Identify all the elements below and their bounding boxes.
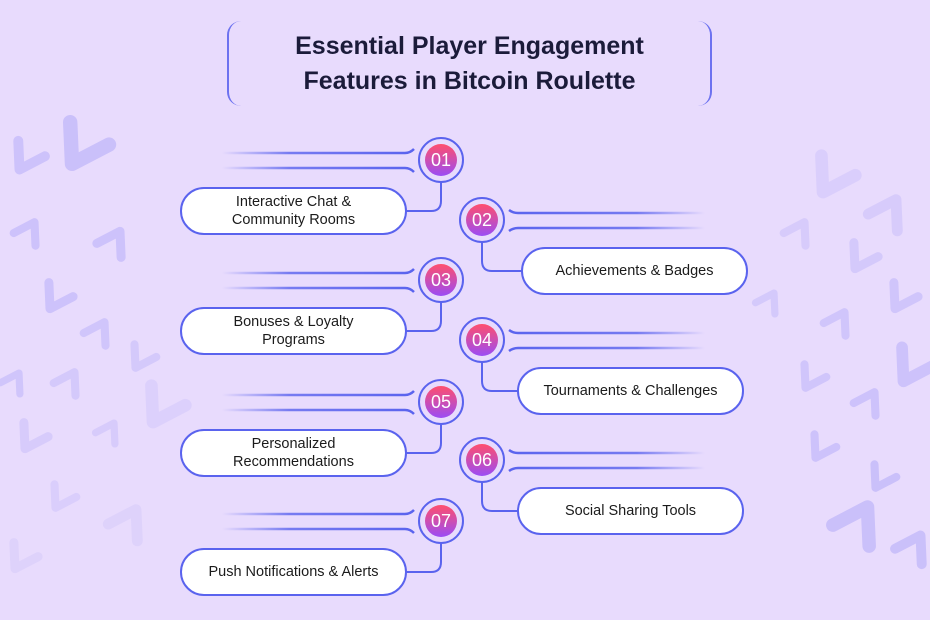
badge-circle — [425, 505, 457, 537]
badge-number: 07 — [430, 510, 452, 531]
title-frame: Essential Player Engagement Features in … — [227, 21, 712, 106]
background-chevron — [862, 194, 903, 237]
feature-label-line: Achievements & Badges — [555, 263, 714, 279]
background-chevron — [49, 368, 80, 400]
feature-label-line: Interactive Chat & — [235, 194, 352, 210]
feature-label-line: Social Sharing Tools — [564, 503, 697, 519]
feature-label-line: Bonuses & Loyalty — [233, 314, 354, 330]
background-chevron — [63, 114, 117, 172]
background-chevron — [91, 419, 119, 448]
badge-number: 03 — [430, 269, 452, 290]
connector-line — [222, 408, 415, 415]
badge-circle — [466, 324, 498, 356]
feature-label: Social Sharing Tools — [518, 488, 743, 534]
connector-line — [508, 328, 705, 335]
badge-number: 06 — [471, 449, 493, 470]
badge-circle — [425, 386, 457, 418]
badge-circle — [466, 444, 498, 476]
elbow-connector — [406, 543, 442, 573]
background-chevron — [50, 480, 81, 512]
feature-label: Push Notifications & Alerts — [181, 549, 406, 595]
connector-line — [508, 226, 705, 233]
background-chevron — [92, 226, 126, 262]
badge-circle — [466, 204, 498, 236]
feature-pill — [517, 487, 744, 535]
elbow-connector — [406, 302, 442, 332]
background-chevron — [751, 289, 779, 318]
background-chevron — [849, 238, 883, 274]
background-chevron — [889, 278, 923, 314]
feature-label-line: Programs — [262, 332, 325, 348]
elbow-connector — [406, 424, 442, 454]
badge-number: 02 — [471, 209, 493, 230]
feature-label: Interactive Chat & Community Rooms — [181, 188, 406, 234]
connector-line — [222, 527, 415, 534]
feature-pill — [180, 187, 407, 235]
background-chevron — [145, 379, 192, 429]
badge-number: 04 — [471, 329, 493, 350]
elbow-connector — [406, 182, 442, 212]
background-chevron — [890, 530, 927, 570]
feature-pill — [180, 429, 407, 477]
background-chevron — [896, 341, 930, 388]
feature-pill — [180, 307, 407, 355]
background-chevron — [779, 218, 810, 250]
background-chevron — [815, 149, 862, 199]
connector-line — [508, 448, 705, 455]
background-chevron — [19, 418, 53, 454]
background-chevron — [826, 500, 876, 553]
elbow-connector — [481, 362, 518, 392]
background-chevron — [13, 135, 50, 175]
title-line-1: Essential Player Engagement — [295, 31, 644, 60]
feature-label-line: Personalized — [251, 436, 336, 452]
connector-line — [508, 208, 705, 215]
feature-pill — [180, 548, 407, 596]
feature-label: Achievements & Badges — [522, 248, 747, 294]
connector-line — [222, 268, 415, 275]
feature-label-line: Recommendations — [233, 454, 354, 470]
feature-pill — [517, 367, 744, 415]
badge-circle — [425, 264, 457, 296]
connector-line — [508, 346, 705, 353]
page-title: Essential Player Engagement Features in … — [295, 29, 644, 99]
background-chevron — [810, 430, 841, 462]
connector-line — [222, 390, 415, 397]
background-chevron — [9, 538, 43, 574]
background-chevron — [819, 308, 850, 340]
background-chevron — [44, 278, 78, 314]
background-chevron — [870, 460, 901, 492]
feature-label-line: Community Rooms — [231, 212, 356, 228]
feature-label: Tournaments & Challenges — [518, 368, 743, 414]
background-chevron — [9, 218, 40, 250]
connector-line — [222, 286, 415, 293]
connector-line — [508, 466, 705, 473]
badge-number: 01 — [430, 149, 452, 170]
feature-label-line: Tournaments & Challenges — [543, 383, 718, 399]
connector-line — [222, 509, 415, 516]
background-chevron — [0, 369, 24, 398]
background-chevron — [800, 360, 831, 392]
feature-label-line: Push Notifications & Alerts — [208, 564, 379, 580]
elbow-connector — [481, 242, 522, 272]
background-chevron — [102, 504, 143, 547]
connector-line — [222, 148, 415, 155]
badge-number: 05 — [430, 391, 452, 412]
feature-pill — [521, 247, 748, 295]
elbow-connector — [481, 482, 518, 512]
background-chevron — [849, 388, 880, 420]
background-chevron — [79, 318, 110, 350]
badge-circle — [425, 144, 457, 176]
background-chevron — [130, 340, 161, 372]
title-line-2: Features in Bitcoin Roulette — [303, 66, 636, 95]
connector-line — [222, 166, 415, 173]
